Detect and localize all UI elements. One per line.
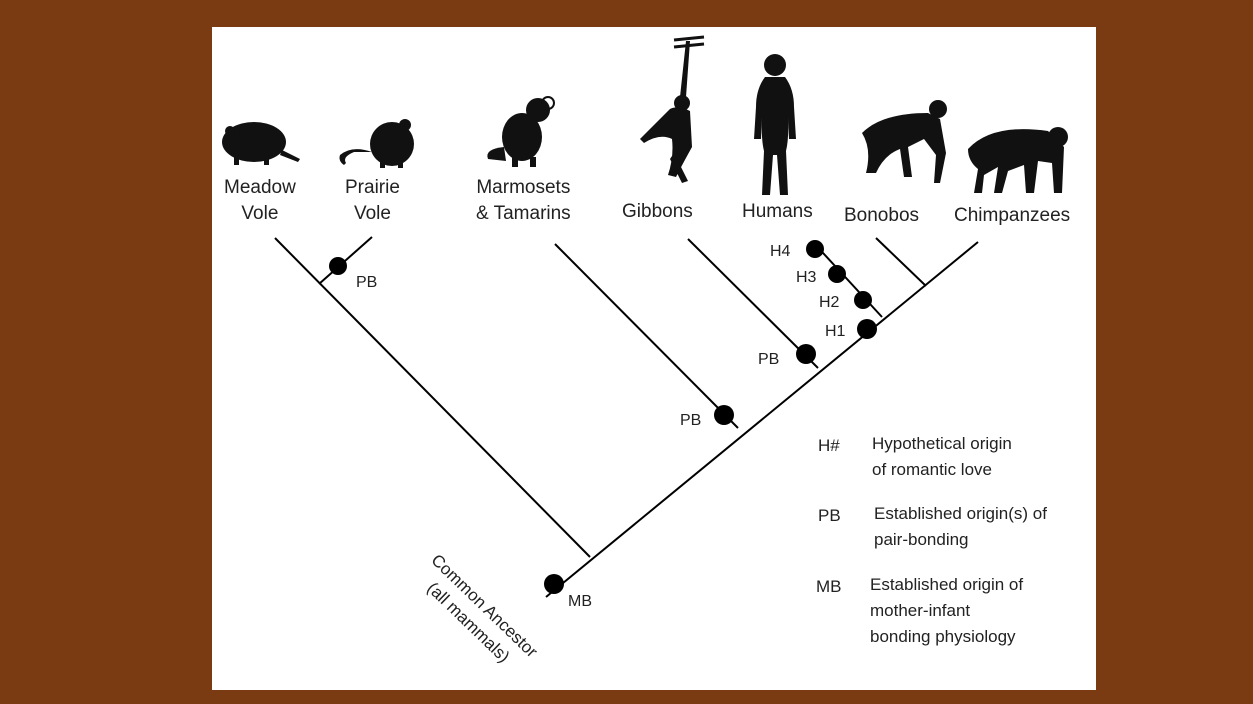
legend-text-h: Hypothetical origin of romantic love	[872, 431, 1012, 483]
label-prairie-vole: Prairie Vole	[345, 175, 400, 227]
legend-text-pb: Established origin(s) of pair-bonding	[874, 501, 1047, 553]
tag-pb-vole: PB	[356, 274, 377, 292]
node-h4	[806, 240, 824, 258]
bonobo-icon	[862, 100, 947, 183]
tag-h2: H2	[819, 294, 839, 312]
label-humans: Humans	[742, 199, 813, 225]
node-h2	[854, 291, 872, 309]
prairie-vole-icon	[340, 119, 415, 168]
diagram-panel: Meadow Vole Prairie Vole Marmosets & Tam…	[212, 27, 1096, 690]
legend-text-mb: Established origin of mother-infant bond…	[870, 572, 1023, 650]
label-gibbons: Gibbons	[622, 199, 693, 225]
node-h1	[857, 319, 877, 339]
node-pb-gibbon	[796, 344, 816, 364]
branch-marmosets	[555, 244, 738, 428]
label-bonobos: Bonobos	[844, 203, 919, 229]
node-mb	[544, 574, 564, 594]
branch-bonobos	[876, 238, 926, 286]
node-h3	[828, 265, 846, 283]
legend-key-pb: PB	[818, 506, 841, 526]
human-icon	[754, 54, 796, 195]
marmoset-icon	[487, 97, 554, 167]
tag-h1: H1	[825, 323, 845, 341]
label-chimpanzees: Chimpanzees	[954, 203, 1070, 229]
legend-key-mb: MB	[816, 577, 842, 597]
node-pb-marmoset	[714, 405, 734, 425]
tag-h3: H3	[796, 269, 816, 287]
chimpanzee-icon	[968, 127, 1068, 193]
tag-h4: H4	[770, 243, 790, 261]
legend-key-h: H#	[818, 436, 840, 456]
tag-mb: MB	[568, 593, 592, 611]
label-meadow-vole: Meadow Vole	[224, 175, 296, 227]
node-pb-vole	[329, 257, 347, 275]
tag-pb-gibbon: PB	[758, 351, 779, 369]
vole-icon	[222, 122, 300, 165]
gibbon-icon	[640, 37, 704, 183]
tag-pb-marmoset: PB	[680, 412, 701, 430]
label-marmosets-tamarins: Marmosets & Tamarins	[476, 175, 571, 227]
branch-meadow-vole	[275, 238, 590, 557]
